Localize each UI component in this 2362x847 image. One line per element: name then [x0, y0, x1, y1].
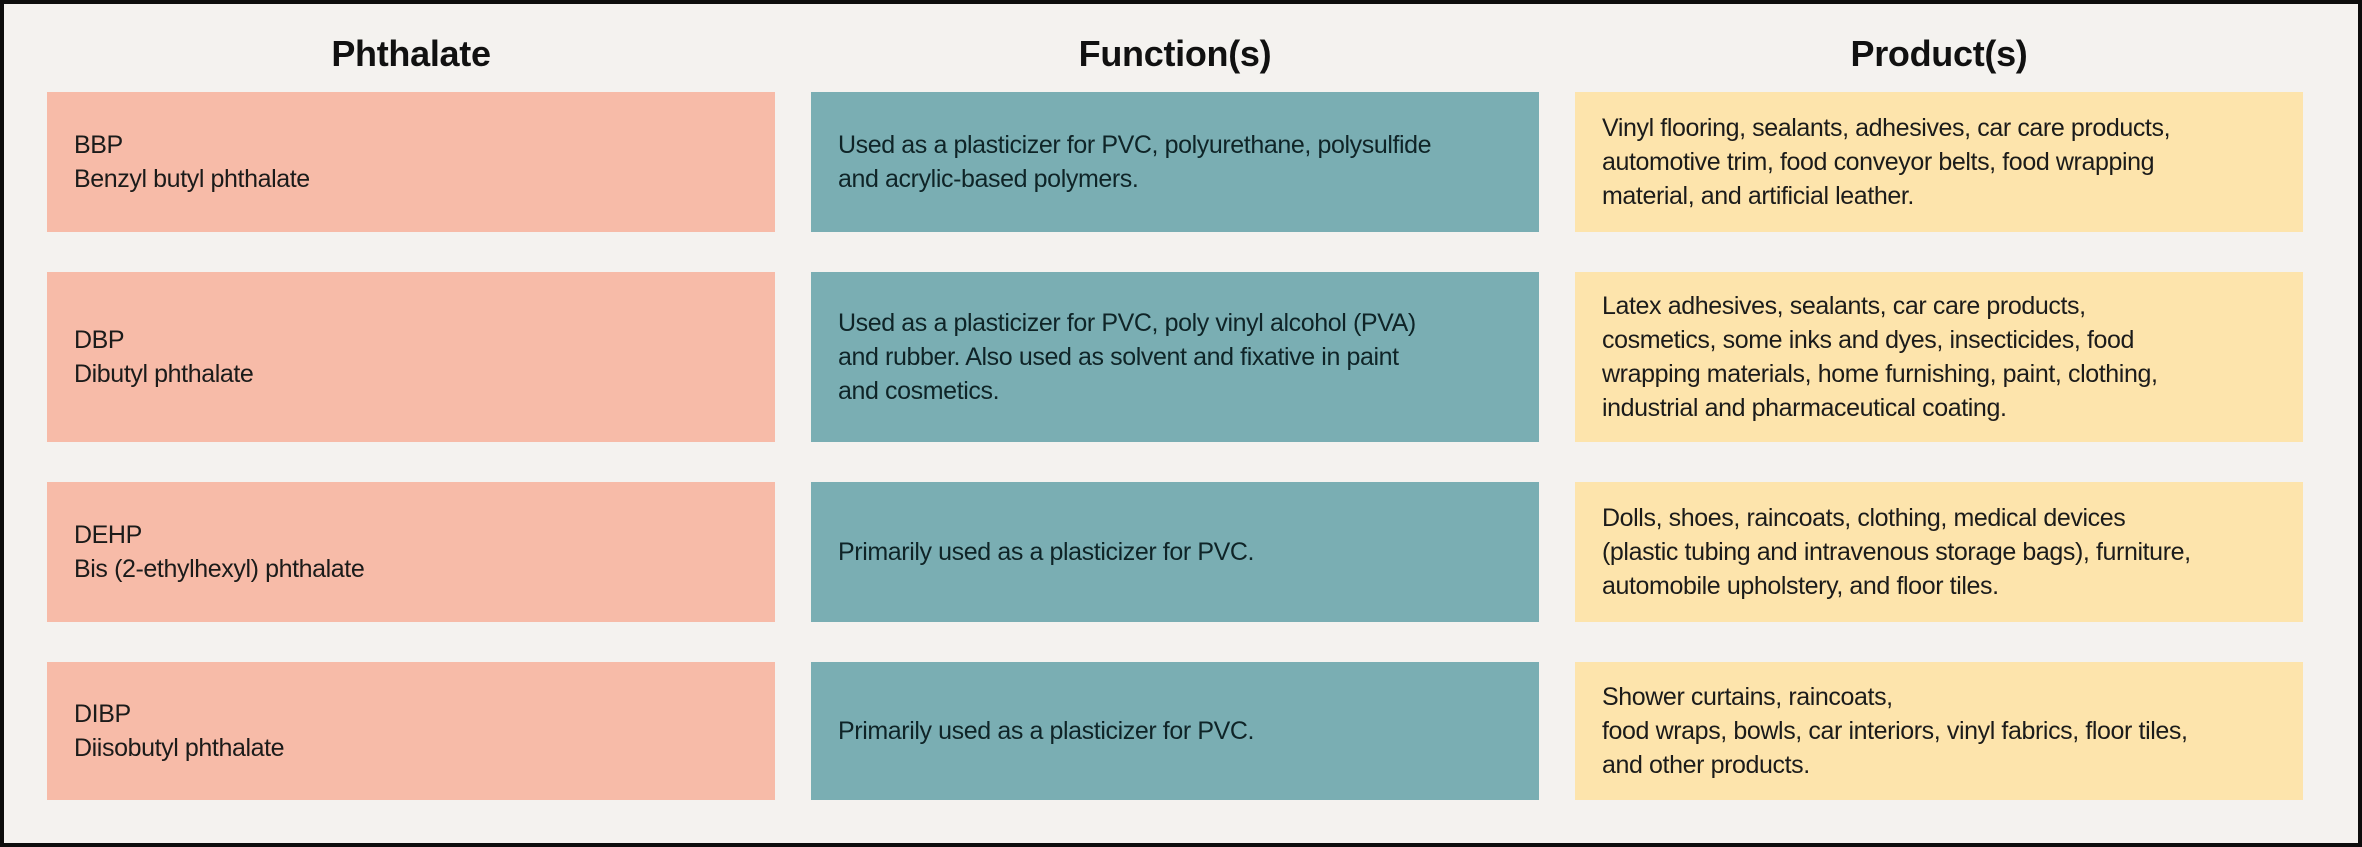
- phthalate-abbr: DBP: [74, 326, 125, 354]
- phthalates-table: Phthalate Function(s) Product(s) BBP Ben…: [4, 4, 2358, 843]
- function-cell-bbp: Used as a plasticizer for PVC, polyureth…: [811, 92, 1539, 232]
- column-header-function: Function(s): [1078, 33, 1272, 74]
- phthalate-abbr: DEHP: [74, 521, 142, 549]
- column-header-phthalate: Phthalate: [331, 33, 491, 74]
- table-row: BBP Benzyl butyl phthalate Used as a pla…: [47, 92, 2303, 232]
- table-row: DEHP Bis (2-ethylhexyl) phthalate Primar…: [47, 482, 2303, 622]
- function-text: Primarily used as a plasticizer for PVC.: [838, 538, 1255, 566]
- table-header-row: Phthalate Function(s) Product(s): [47, 4, 2303, 92]
- products-text: Latex adhesives, sealants, car care prod…: [1602, 292, 2158, 422]
- products-text: Shower curtains, raincoats, food wraps, …: [1602, 683, 2188, 779]
- phthalate-name: Benzyl butyl phthalate: [74, 165, 310, 193]
- products-cell-dehp: Dolls, shoes, raincoats, clothing, medic…: [1575, 482, 2303, 622]
- phthalate-name: Diisobutyl phthalate: [74, 734, 285, 762]
- phthalate-cell-dbp: DBP Dibutyl phthalate: [47, 272, 775, 442]
- phthalate-name: Dibutyl phthalate: [74, 360, 254, 388]
- phthalate-abbr: BBP: [74, 131, 123, 159]
- products-cell-bbp: Vinyl flooring, sealants, adhesives, car…: [1575, 92, 2303, 232]
- phthalate-abbr: DIBP: [74, 700, 131, 728]
- table-row: DIBP Diisobutyl phthalate Primarily used…: [47, 662, 2303, 800]
- function-text: Used as a plasticizer for PVC, poly viny…: [838, 309, 1416, 405]
- phthalate-cell-dibp: DIBP Diisobutyl phthalate: [47, 662, 775, 800]
- phthalate-name: Bis (2-ethylhexyl) phthalate: [74, 555, 365, 583]
- function-cell-dehp: Primarily used as a plasticizer for PVC.: [811, 482, 1539, 622]
- products-text: Dolls, shoes, raincoats, clothing, medic…: [1602, 504, 2191, 600]
- column-header-products: Product(s): [1850, 33, 2028, 74]
- products-cell-dibp: Shower curtains, raincoats, food wraps, …: [1575, 662, 2303, 800]
- function-cell-dibp: Primarily used as a plasticizer for PVC.: [811, 662, 1539, 800]
- function-text: Primarily used as a plasticizer for PVC.: [838, 717, 1255, 745]
- phthalate-cell-bbp: BBP Benzyl butyl phthalate: [47, 92, 775, 232]
- function-text: Used as a plasticizer for PVC, polyureth…: [838, 131, 1432, 193]
- table-row: DBP Dibutyl phthalate Used as a plastici…: [47, 272, 2303, 442]
- products-text: Vinyl flooring, sealants, adhesives, car…: [1602, 114, 2171, 210]
- phthalate-cell-dehp: DEHP Bis (2-ethylhexyl) phthalate: [47, 482, 775, 622]
- function-cell-dbp: Used as a plasticizer for PVC, poly viny…: [811, 272, 1539, 442]
- products-cell-dbp: Latex adhesives, sealants, car care prod…: [1575, 272, 2303, 442]
